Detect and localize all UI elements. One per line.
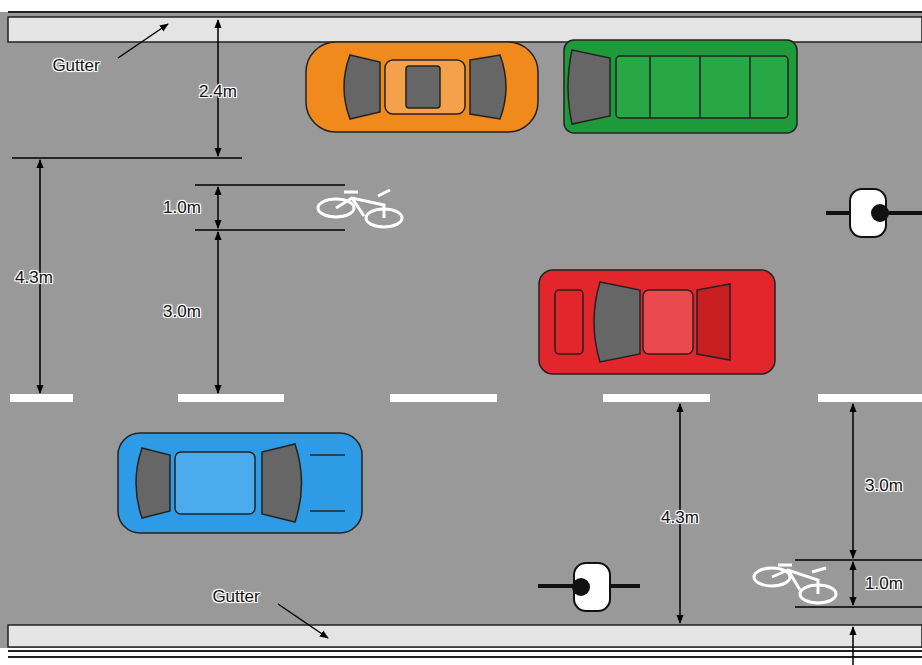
dimension-line xyxy=(852,627,854,665)
dimension-line xyxy=(217,232,219,393)
leader-line xyxy=(278,604,328,638)
dimension-label: 3.0m xyxy=(862,475,906,497)
dimension-label: 4.3m xyxy=(658,507,702,529)
cyclist xyxy=(826,189,922,237)
dimension-label: 2.4m xyxy=(196,81,240,103)
gutter-label: Gutter xyxy=(49,55,102,77)
rear-window xyxy=(136,448,170,518)
footpath xyxy=(0,648,922,665)
cyclist xyxy=(538,563,640,611)
dimension-line xyxy=(852,404,854,558)
roof-rib xyxy=(699,56,701,118)
bonnet-line xyxy=(555,290,583,354)
lane-dash xyxy=(603,394,710,402)
windscreen xyxy=(262,444,302,522)
car-roof xyxy=(385,60,465,114)
dimension-label: 4.3m xyxy=(12,267,56,289)
lane-dash xyxy=(390,394,497,402)
windscreen xyxy=(344,55,380,119)
dimension-lines xyxy=(12,20,922,665)
van-body xyxy=(564,40,797,133)
bike-lane-symbol xyxy=(318,190,402,227)
rider-head xyxy=(871,204,889,222)
extension-line xyxy=(195,184,345,186)
dimension-line xyxy=(852,562,854,605)
lane-dash xyxy=(818,394,922,402)
dimension-label: 3.0m xyxy=(160,301,204,323)
car-body xyxy=(539,270,775,374)
red-car xyxy=(539,270,775,374)
car-roof xyxy=(643,290,693,354)
bottom-kerb-line xyxy=(8,656,922,658)
extension-line xyxy=(195,229,345,231)
green-van xyxy=(564,40,797,133)
roof-rib xyxy=(649,56,651,118)
rider-head xyxy=(572,578,590,596)
car-roof xyxy=(175,452,255,514)
bonnet-line xyxy=(310,510,345,512)
orange-car xyxy=(306,42,538,132)
bike-lane-symbol xyxy=(754,565,836,603)
extension-line xyxy=(795,606,922,608)
windscreen xyxy=(594,282,640,362)
lane-dash xyxy=(10,394,73,402)
car-body xyxy=(306,42,538,132)
car-body xyxy=(118,433,362,533)
top-gutter xyxy=(8,17,922,42)
windscreen xyxy=(568,50,610,124)
bottom-gutter xyxy=(8,625,922,647)
blue-car xyxy=(118,433,362,533)
dimension-label: 1.0m xyxy=(862,573,906,595)
road-surface xyxy=(0,12,922,648)
engine-cover xyxy=(697,284,730,360)
rear-window xyxy=(470,55,506,119)
dimension-label: 1.0m xyxy=(160,197,204,219)
bonnet-line xyxy=(310,454,345,456)
lane-dash xyxy=(178,394,284,402)
leader-line xyxy=(118,24,168,58)
extension-line xyxy=(795,559,922,561)
bottom-kerb-line xyxy=(8,650,922,652)
gutter-label: Gutter xyxy=(209,586,262,608)
extension-line xyxy=(12,157,242,159)
dimension-line xyxy=(217,187,219,228)
bike-frame xyxy=(772,565,826,594)
van-roof xyxy=(616,56,788,118)
top-kerb-line xyxy=(8,11,922,13)
centre-line xyxy=(10,394,922,402)
sunroof xyxy=(406,66,440,108)
roof-rib xyxy=(749,56,751,118)
bike-frame xyxy=(336,190,390,218)
